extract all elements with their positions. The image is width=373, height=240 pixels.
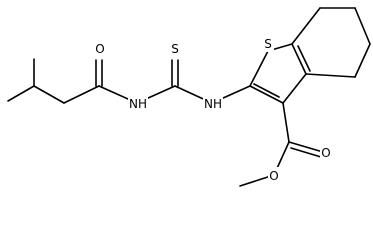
bond <box>305 73 356 78</box>
bond <box>253 83 280 98</box>
bond <box>290 147 322 158</box>
bond <box>33 85 65 104</box>
bond <box>249 85 284 104</box>
bond <box>297 45 311 72</box>
atom-label-o-ester: O <box>269 169 278 183</box>
structure-svg: O NH S NH S O O <box>7 7 371 187</box>
bond-layer <box>7 7 371 187</box>
bond <box>282 73 307 104</box>
atom-label-o-ketone: O <box>95 42 104 56</box>
atom-label-layer: O NH S NH S O O <box>94 36 333 183</box>
atom-label-s-thione: S <box>171 42 179 56</box>
bond <box>249 50 269 87</box>
bond <box>291 7 321 45</box>
atom-label-o-carbonyl: O <box>321 146 330 160</box>
bond <box>354 7 371 45</box>
bond <box>354 43 371 78</box>
atom-label-nh-thiophene: NH <box>204 97 222 111</box>
bond <box>291 43 307 75</box>
bond <box>7 85 35 102</box>
atom-label-nh-amide: NH <box>129 97 147 111</box>
molecule-structure-diagram: O NH S NH S O O <box>7 7 371 187</box>
bond <box>288 141 324 153</box>
bond <box>63 85 100 104</box>
atom-label-s-ring: S <box>264 37 272 51</box>
bond <box>282 102 290 143</box>
